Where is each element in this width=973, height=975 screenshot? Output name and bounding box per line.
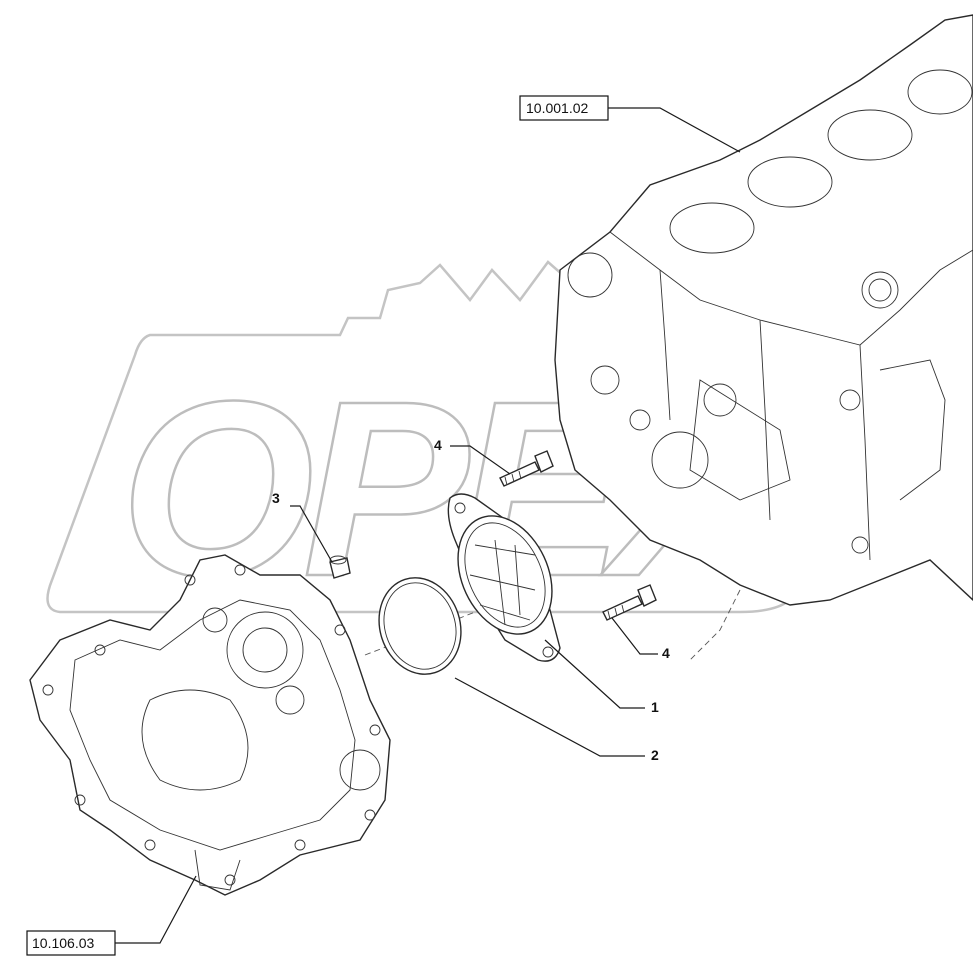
watermark-gear-outline (46, 260, 884, 614)
part-1-cover-plate (447, 493, 561, 662)
cylinder-bore-3 (827, 109, 913, 161)
callout-3-label: 3 (272, 490, 280, 506)
gear-cover (29, 554, 391, 896)
callout-4b-leader (611, 617, 658, 655)
callout-4a-leader (450, 445, 511, 475)
callout-2[interactable]: 2 (454, 677, 659, 763)
cylinder-bore-4 (907, 69, 973, 115)
callout-3[interactable]: 3 (272, 490, 333, 563)
callout-1[interactable]: 1 (544, 639, 659, 715)
ref-engine-block-box (519, 95, 609, 121)
part-2-o-ring (378, 577, 462, 675)
callout-3-leader (290, 505, 333, 563)
part-4b-bolt (602, 584, 657, 621)
part-4a-bolt (499, 450, 554, 487)
callout-1-leader (544, 639, 645, 709)
ref-engine-block-leader (608, 107, 741, 153)
callout-4a-label: 4 (434, 437, 442, 453)
callout-2-label: 2 (651, 747, 659, 763)
callout-4b[interactable]: 4 (611, 617, 670, 661)
cylinder-bore-2 (747, 156, 833, 208)
ref-gear-cover[interactable]: 10.106.03 (26, 875, 197, 956)
ref-engine-block-label: 10.001.02 (526, 100, 588, 116)
part-3-bushing (329, 555, 351, 579)
ref-gear-cover-leader (115, 875, 197, 944)
engine-block (554, 14, 973, 661)
ref-engine-block[interactable]: 10.001.02 (519, 95, 741, 153)
ref-gear-cover-label: 10.106.03 (32, 935, 94, 951)
callout-4a[interactable]: 4 (434, 437, 511, 475)
callout-4b-label: 4 (662, 645, 670, 661)
callout-1-label: 1 (651, 699, 659, 715)
callout-2-leader (454, 677, 645, 757)
cylinder-bore-1 (669, 202, 755, 254)
